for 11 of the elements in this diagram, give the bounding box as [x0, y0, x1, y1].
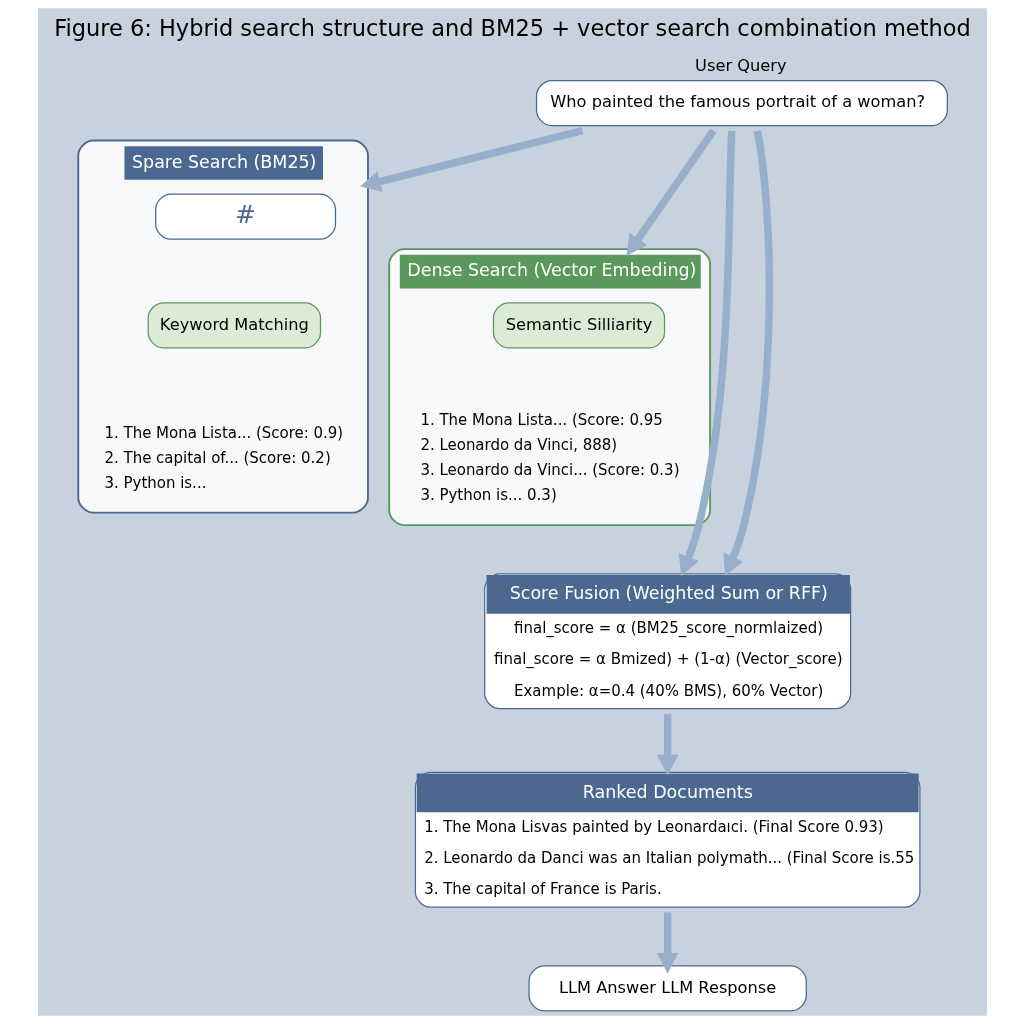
node-label: User Query	[694, 56, 787, 76]
arrow	[656, 713, 678, 776]
node-box: LLM Answer LLM Response	[527, 965, 807, 1012]
diagram-title: Figure 6: Hybrid search structure and BM25 + vector search combination method	[53, 15, 971, 42]
arrow	[359, 126, 583, 193]
node-box: Semantic Silliarity	[492, 302, 665, 349]
node-box: #	[154, 193, 336, 240]
arrow	[678, 130, 736, 577]
arrow	[722, 130, 773, 576]
node-box: Keyword Matching	[147, 302, 321, 349]
arrow	[626, 128, 716, 256]
